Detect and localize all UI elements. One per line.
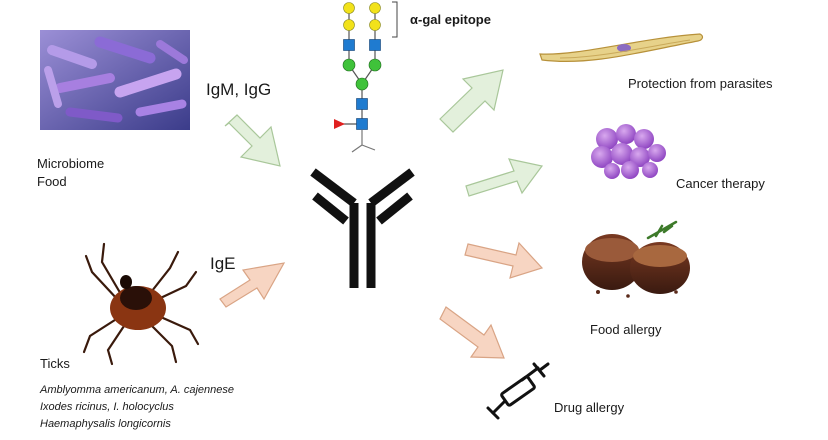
- glcnac-blue: [343, 39, 355, 51]
- microbiome-image: [40, 30, 190, 130]
- mannose-green: [368, 58, 382, 72]
- label-tick-species-3: Haemaphysalis longicornis: [40, 418, 171, 430]
- label-tick-species-1: Amblyomma americanum, A. cajennese: [40, 384, 235, 396]
- arrow-food-allergy: [464, 241, 544, 279]
- label-epitope: α-gal epitope: [410, 12, 491, 27]
- cancer-cells-image: [591, 124, 666, 179]
- tick-image: [82, 242, 200, 366]
- label-cancer-therapy: Cancer therapy: [676, 176, 765, 191]
- arrow-ige: [219, 262, 286, 308]
- galactose-yellow: [343, 2, 355, 14]
- label-protection-parasites: Protection from parasites: [628, 76, 773, 91]
- label-igm-igg: IgM, IgG: [206, 80, 272, 99]
- antibody-icon: [310, 168, 415, 288]
- label-microbiome: Microbiome: [37, 156, 105, 171]
- label-tick-species-2: Ixodes ricinus, I. holocyclus: [40, 401, 174, 413]
- glcnac-blue: [369, 39, 381, 51]
- epitope-bracket: [392, 1, 398, 38]
- arrow-igm-igg: [224, 114, 281, 167]
- galactose-yellow: [369, 19, 381, 31]
- label-food-allergy: Food allergy: [590, 322, 662, 337]
- arrow-drug-allergy: [439, 306, 505, 359]
- label-food: Food: [37, 174, 67, 189]
- galactose-yellow: [369, 2, 381, 14]
- label-drug-allergy: Drug allergy: [554, 400, 625, 415]
- arrow-cancer: [465, 158, 544, 197]
- mannose-green: [355, 77, 369, 91]
- arrow-parasites: [439, 69, 504, 133]
- label-ige: IgE: [210, 254, 236, 273]
- steak-image: [582, 220, 690, 298]
- glycan-structure: [334, 1, 398, 153]
- fucose-red: [334, 119, 345, 129]
- glcnac-blue: [356, 98, 368, 110]
- label-ticks: Ticks: [40, 356, 70, 371]
- mannose-green: [342, 58, 356, 72]
- glcnac-blue: [356, 118, 368, 130]
- parasite-image: [539, 33, 704, 63]
- syringe-icon: [486, 362, 550, 420]
- galactose-yellow: [343, 19, 355, 31]
